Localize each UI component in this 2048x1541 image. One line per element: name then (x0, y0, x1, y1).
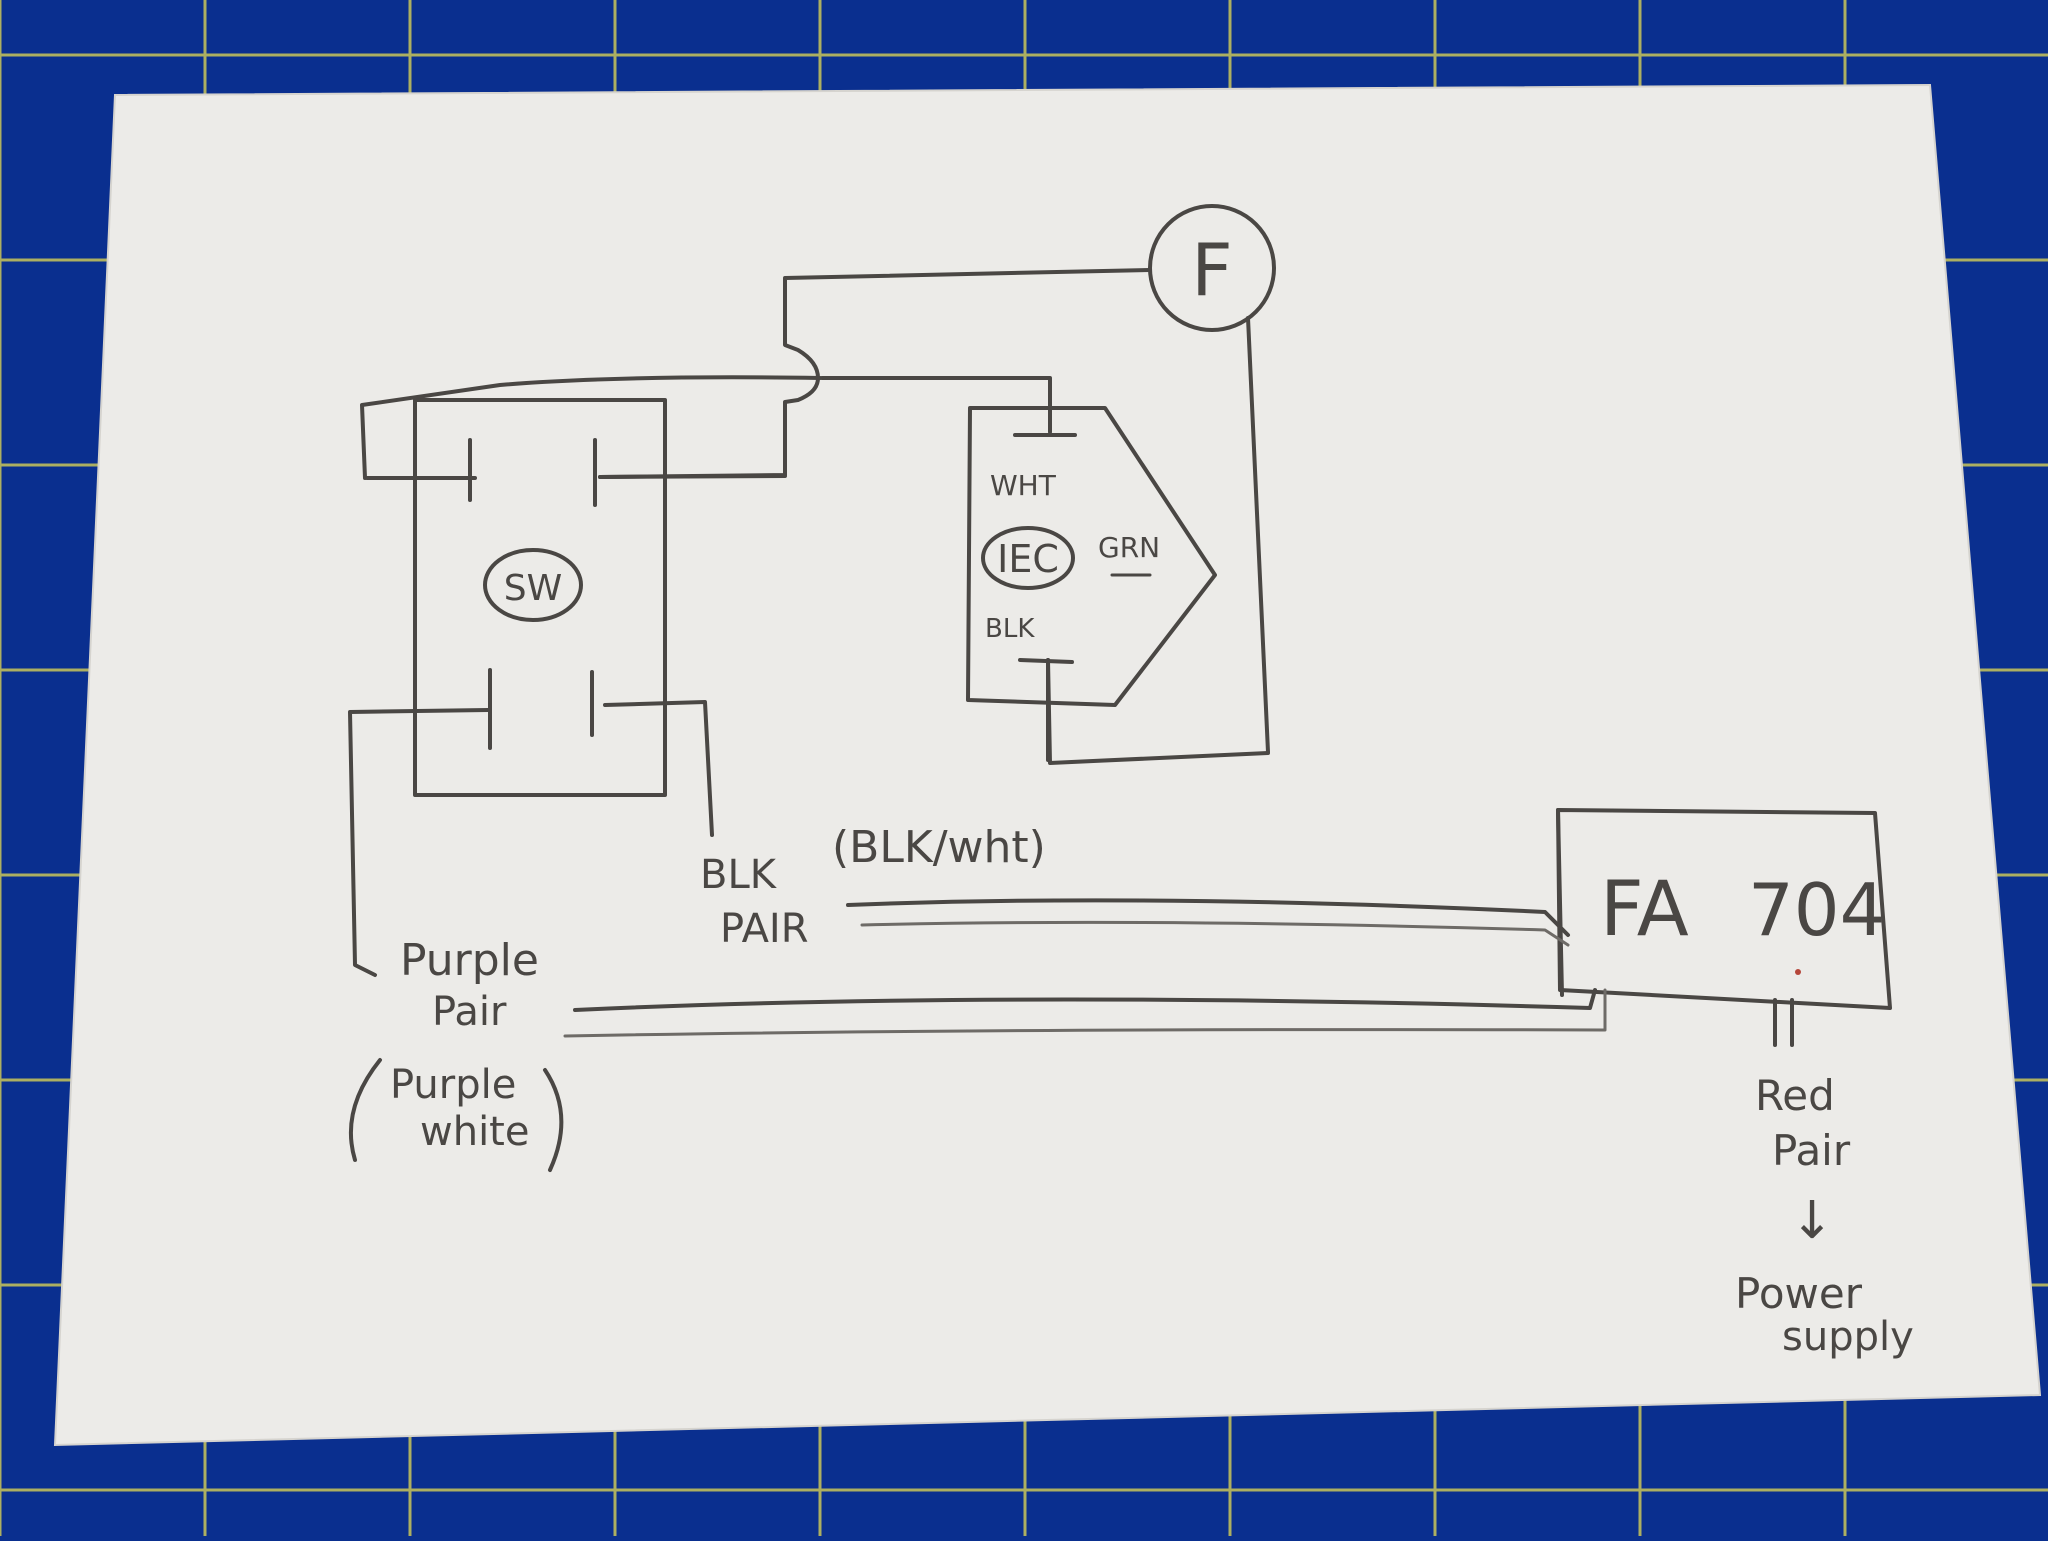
blk-pair-line2: PAIR (720, 906, 809, 952)
down-arrow: ↓ (1790, 1191, 1834, 1251)
purple-white-line1: Purple (390, 1062, 516, 1108)
iec-label: IEC (997, 537, 1059, 581)
iec-label-ring (981, 526, 1075, 590)
switch-label: SW (504, 568, 562, 609)
wire-purple-pair-1 (573, 988, 1597, 1012)
fa704-box-left-edge (1556, 808, 1564, 997)
grn-label: GRN (1098, 531, 1160, 564)
wire-blk-from-switch (603, 700, 714, 837)
blk-white-note: (BLK/wht) (832, 822, 1046, 873)
switch-top-wire (820, 376, 1052, 434)
wire-purple-from-switch (348, 708, 490, 977)
wire-fuse-right (1246, 316, 1270, 754)
paper-sheet (53, 83, 2042, 1447)
iec-inlet-outline (966, 406, 1217, 707)
purple-white-line2: white (420, 1109, 529, 1155)
red-pair-line2: Pair (1772, 1126, 1851, 1175)
switch-body (413, 398, 667, 797)
wire-purple-pair-2 (563, 988, 1607, 1038)
switch-top-left-loop (360, 375, 822, 480)
fa704-label-right: 704 (1748, 868, 1885, 952)
purple-white-paren-left (348, 1058, 382, 1162)
blk-label: BLK (985, 614, 1035, 644)
wire-blk-pair-1 (846, 898, 1570, 937)
fuse-label: F (1191, 228, 1232, 312)
fa704-label-left: FA (1600, 864, 1689, 953)
red-pair-line1: Red (1755, 1071, 1835, 1120)
purple-pair-line2: Pair (432, 989, 507, 1035)
red-dot-mark (1795, 969, 1801, 975)
wht-label: WHT (990, 469, 1057, 502)
switch-label-ring (483, 548, 583, 622)
wire-blk-pair-2 (860, 920, 1570, 947)
blk-pair-line1: BLK (700, 852, 778, 898)
power-supply-line2: supply (1782, 1314, 1914, 1360)
power-supply-line1: Power (1735, 1269, 1863, 1318)
purple-pair-line1: Purple (400, 935, 539, 986)
purple-white-paren-right (543, 1068, 564, 1172)
switch-contact-tr-bar (598, 474, 787, 479)
